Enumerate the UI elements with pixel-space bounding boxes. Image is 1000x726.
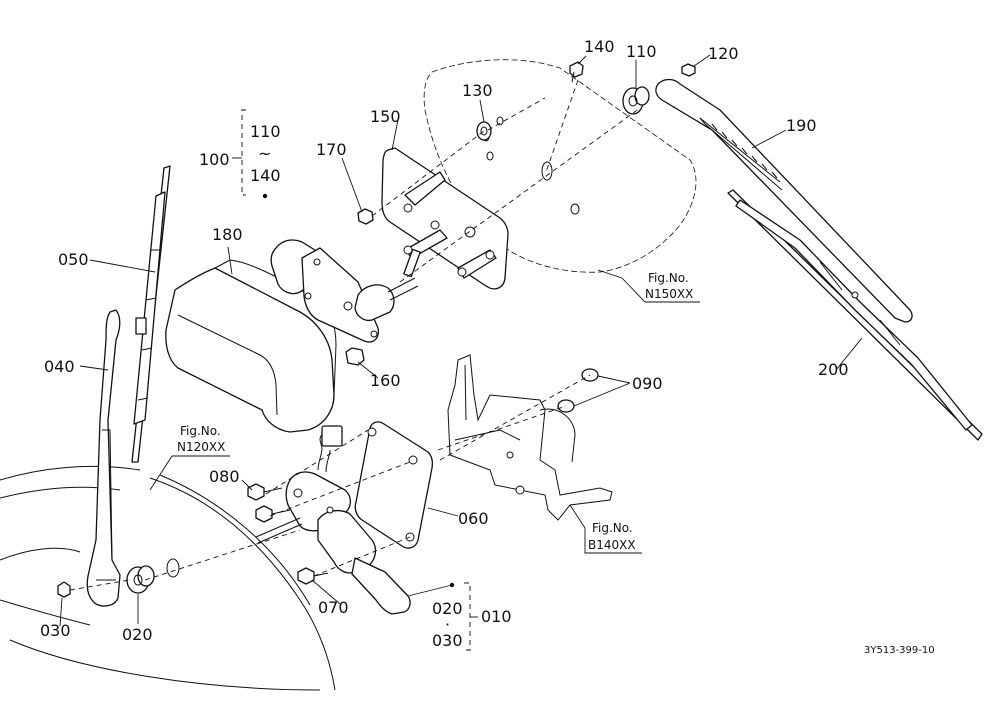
label-100: 100 — [199, 150, 230, 169]
rear-wiper-blade-200 — [727, 189, 983, 441]
label-140-sub: 140 — [250, 166, 281, 185]
label-110-sub: 110 — [250, 122, 281, 141]
bushing-110 — [622, 86, 650, 115]
bolt-080a — [247, 483, 283, 501]
figure-ref-n120: Fig.No. N120XX — [172, 424, 230, 457]
fig-ref-b140-line1: Fig.No. — [592, 521, 633, 535]
label-180: 180 — [212, 225, 243, 244]
label-090: 090 — [632, 374, 663, 393]
label-140: 140 — [584, 37, 615, 56]
front-motor-bracket-060 — [354, 421, 434, 549]
bolt-080b — [255, 505, 291, 523]
label-130: 130 — [462, 81, 493, 100]
frame-bracket — [447, 354, 613, 521]
fig-ref-n150-line1: Fig.No. — [648, 271, 689, 285]
fig-ref-b140-line2: B140XX — [588, 538, 636, 552]
label-030: 030 — [40, 621, 71, 640]
label-110: 110 — [626, 42, 657, 61]
assembly-lines — [69, 79, 641, 591]
front-wiper-blade-050 — [131, 165, 171, 463]
label-030-sub: 030 — [432, 631, 463, 650]
nut-120 — [681, 63, 696, 77]
drawing-code: 3Y513-399-10 — [864, 645, 935, 656]
nut-160 — [345, 347, 365, 366]
motor-cover-180 — [165, 259, 337, 433]
part-labels: 050 040 180 100 110 ~ 140 150 170 130 14… — [40, 37, 849, 650]
rear-wiper-motor-100 — [270, 239, 421, 343]
mounting-plate-150 — [381, 147, 509, 290]
washer — [166, 558, 180, 578]
fig-ref-n120-line1: Fig.No. — [180, 424, 221, 438]
label-020-sub: 020 — [432, 599, 463, 618]
bushing-020 — [126, 565, 155, 594]
cap-140 — [569, 61, 584, 83]
label-060: 060 — [458, 509, 489, 528]
label-range-tilde: ~ — [258, 144, 271, 163]
grommet-130 — [476, 121, 492, 141]
label-080: 080 — [209, 467, 240, 486]
label-170: 170 — [316, 140, 347, 159]
label-070: 070 — [318, 598, 349, 617]
label-190: 190 — [786, 116, 817, 135]
label-010: 010 — [481, 607, 512, 626]
label-160: 160 — [370, 371, 401, 390]
group-bracket-010 — [449, 582, 478, 651]
label-120: 120 — [708, 44, 739, 63]
label-range-dot: · — [445, 615, 450, 634]
figure-ref-n150: Fig.No. N150XX — [621, 271, 700, 303]
fig-ref-n120-line2: N120XX — [177, 440, 225, 454]
label-150: 150 — [370, 107, 401, 126]
nut-170 — [357, 208, 374, 225]
group-bracket-100 — [232, 109, 268, 199]
figure-ref-b140: Fig.No. B140XX — [584, 521, 642, 554]
leader-lines — [59, 54, 863, 627]
label-200: 200 — [818, 360, 849, 379]
front-wiper-motor-010 — [255, 425, 411, 615]
label-040: 040 — [44, 357, 75, 376]
bolt-070 — [297, 567, 329, 585]
rear-wiper-arm-190 — [655, 78, 913, 323]
cab-outline — [0, 465, 336, 691]
label-020: 020 — [122, 625, 153, 644]
front-wiper-arm-040 — [86, 309, 121, 607]
nut-030 — [57, 581, 71, 598]
label-050: 050 — [58, 250, 89, 269]
fig-ref-n150-line2: N150XX — [645, 287, 693, 301]
